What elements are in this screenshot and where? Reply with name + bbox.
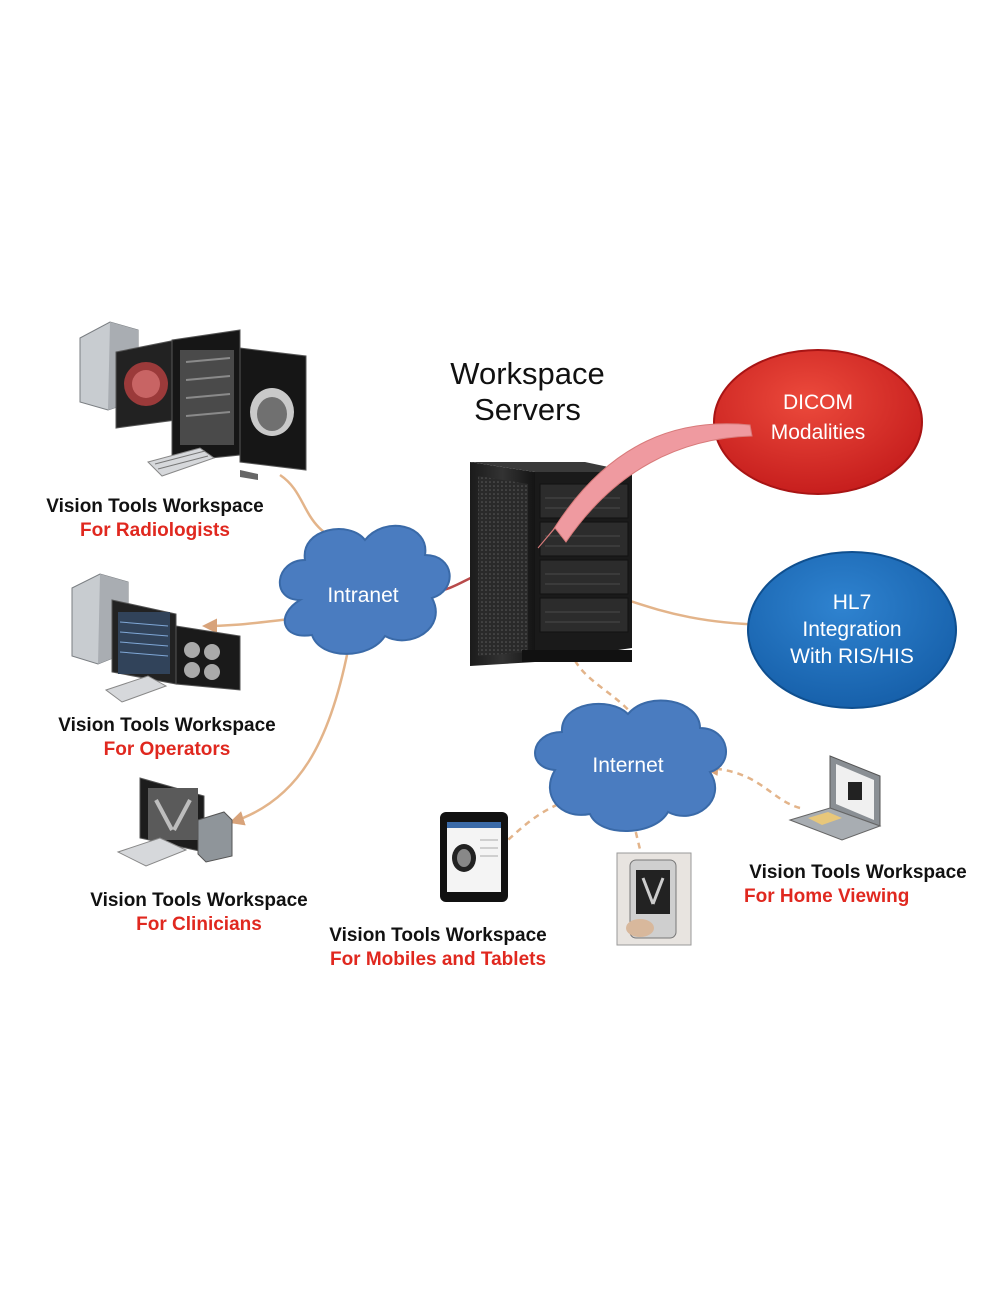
clinician-workstation-icon (116, 777, 233, 867)
hl7-label-line1: HL7 (832, 591, 872, 614)
server-rack-icon (470, 462, 632, 666)
dicom-modalities-node (713, 349, 923, 495)
mobiles-subtitle: For Mobiles and Tablets (329, 949, 547, 970)
connector-laptop-internet (703, 760, 801, 810)
mobiles-title: Vision Tools Workspace (329, 925, 547, 946)
clinicians-title: Vision Tools Workspace (90, 890, 308, 911)
internet-cloud (534, 699, 727, 832)
radiology-workstation-icon (79, 321, 307, 480)
hl7-node (747, 551, 957, 709)
laptop-icon (788, 755, 882, 841)
radiologists-subtitle: For Radiologists (80, 520, 230, 541)
intranet-label: Intranet (327, 584, 399, 607)
tablet-icon (440, 812, 508, 902)
header-title-line2: Servers (474, 392, 581, 427)
smartphone-icon (616, 852, 692, 946)
operator-workstation-icon (71, 573, 241, 703)
operators-subtitle: For Operators (103, 739, 231, 760)
dicom-flow-arrow (537, 423, 753, 549)
header-title-line1: Workspace (450, 356, 605, 391)
connector-intranet-clinicians (229, 649, 350, 826)
radiologists-title: Vision Tools Workspace (46, 496, 264, 517)
home-title: Vision Tools Workspace (749, 862, 967, 883)
home-subtitle: For Home Viewing (744, 886, 910, 907)
operators-title: Vision Tools Workspace (58, 715, 276, 736)
internet-label: Internet (592, 754, 664, 777)
hl7-label-line3: With RIS/HIS (790, 645, 914, 668)
intranet-cloud (278, 524, 451, 655)
hl7-label-line2: Integration (802, 618, 902, 641)
dicom-label-line2: Modalities (770, 421, 866, 444)
clinicians-subtitle: For Clinicians (136, 914, 262, 935)
dicom-label-line1: DICOM (783, 391, 853, 414)
